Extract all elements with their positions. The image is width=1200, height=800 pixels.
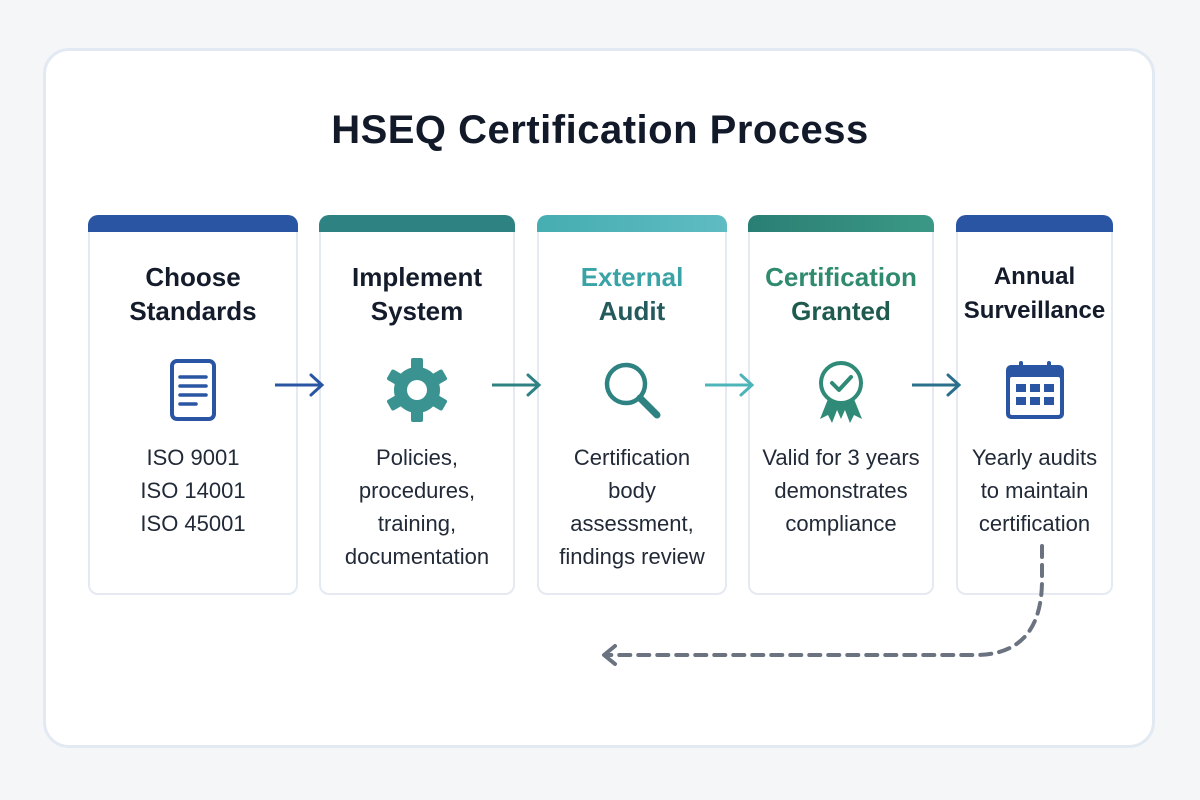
step-band bbox=[88, 215, 298, 232]
step-card-choose-standards: Choose Standards ISO 9001 ISO 14001 ISO … bbox=[88, 215, 298, 595]
step-band bbox=[956, 215, 1113, 232]
step-details: Certification body assessment, findings … bbox=[559, 445, 705, 569]
loop-back-dashed-arrow-icon bbox=[602, 544, 1044, 666]
step-title: Choose Standards bbox=[129, 262, 257, 326]
step-band bbox=[748, 215, 934, 232]
step-details: Policies, procedures, training, document… bbox=[344, 445, 490, 569]
step-details: ISO 9001 ISO 14001 ISO 45001 bbox=[140, 445, 246, 536]
calendar-icon bbox=[1005, 361, 1064, 419]
step-title: Annual Surveillance bbox=[963, 263, 1106, 324]
arrow-right-icon bbox=[705, 373, 755, 397]
step-card-certification-granted: Certification Granted Valid for 3 years … bbox=[748, 215, 934, 595]
document-icon bbox=[170, 359, 216, 421]
step-title: External Audit bbox=[580, 262, 684, 326]
step-band bbox=[537, 215, 727, 232]
arrow-right-icon bbox=[275, 373, 325, 397]
step-card-external-audit: External Audit Certification body assess… bbox=[537, 215, 727, 595]
step-title: Implement System bbox=[351, 262, 483, 326]
step-details: Valid for 3 years demonstrates complianc… bbox=[762, 445, 920, 536]
step-title: Certification Granted bbox=[765, 262, 917, 326]
magnifier-icon bbox=[604, 362, 661, 419]
award-ribbon-icon bbox=[819, 361, 863, 423]
step-card-annual-surveillance: Annual Surveillance Yearly audits to mai… bbox=[956, 215, 1113, 595]
diagram-title: HSEQ Certification Process bbox=[331, 108, 869, 152]
arrow-right-icon bbox=[492, 373, 542, 397]
gear-icon bbox=[387, 358, 447, 422]
step-card-implement-system: Implement System Policies, procedures, t… bbox=[319, 215, 515, 595]
step-details: Yearly audits to maintain certification bbox=[971, 445, 1098, 536]
step-band bbox=[319, 215, 515, 232]
arrow-right-icon bbox=[912, 373, 962, 397]
